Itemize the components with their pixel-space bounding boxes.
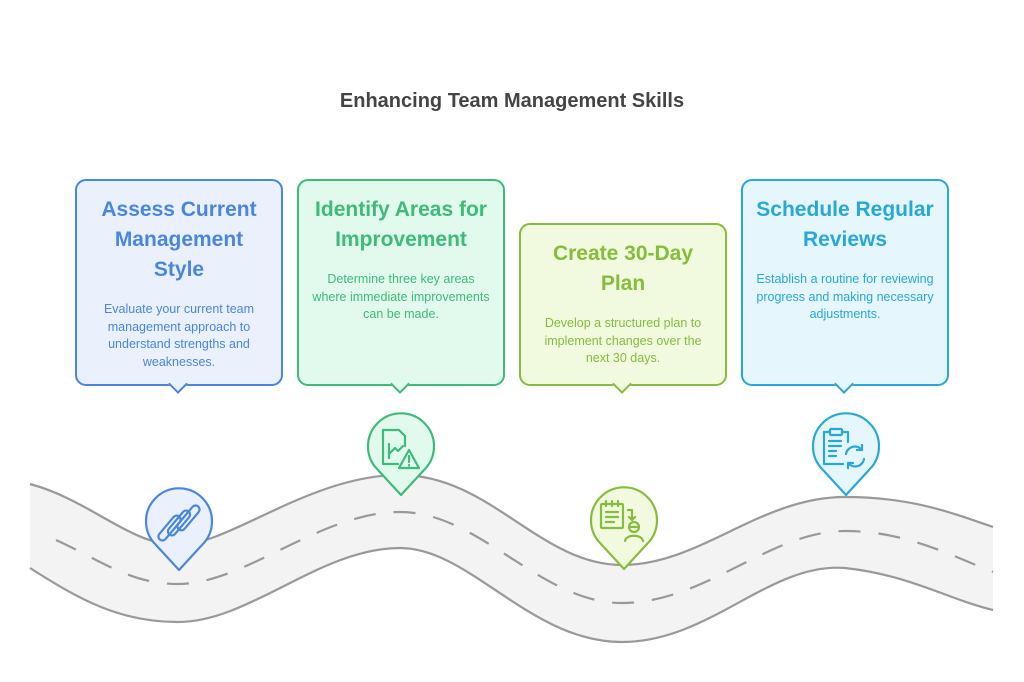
map-pin-review (811, 412, 881, 497)
map-pin-plan (589, 486, 659, 571)
sliders-icon (157, 504, 201, 542)
step-card-plan: Create 30-Day Plan Develop a structured … (519, 223, 727, 386)
step-description: Establish a routine for reviewing progre… (756, 272, 934, 321)
step-description: Determine three key areas where immediat… (312, 272, 490, 321)
step-card-assess: Assess Current Management Style Evaluate… (75, 179, 283, 386)
clipboard-refresh-icon (822, 427, 866, 470)
step-card-identify: Identify Areas for Improvement Determine… (297, 179, 505, 386)
road-center-line (55, 510, 994, 605)
step-description: Develop a structured plan to implement c… (544, 316, 702, 365)
pin-shape (366, 412, 436, 497)
step-title: Identify Areas for Improvement (315, 198, 487, 251)
step-card-review: Schedule Regular Reviews Establish a rou… (741, 179, 949, 386)
map-pin-identify (366, 412, 436, 497)
step-title: Schedule Regular Reviews (756, 198, 934, 251)
diagram-title: Enhancing Team Management Skills (339, 90, 685, 112)
pin-shape (589, 486, 659, 571)
notepad-person-icon (599, 499, 645, 543)
step-title: Assess Current Management Style (101, 198, 257, 281)
step-description: Evaluate your current team management ap… (103, 302, 255, 369)
step-title: Create 30-Day Plan (552, 242, 694, 295)
map-pin-assess (144, 487, 214, 572)
chart-warning-icon (381, 428, 421, 470)
road-bottom-edge (29, 546, 994, 644)
